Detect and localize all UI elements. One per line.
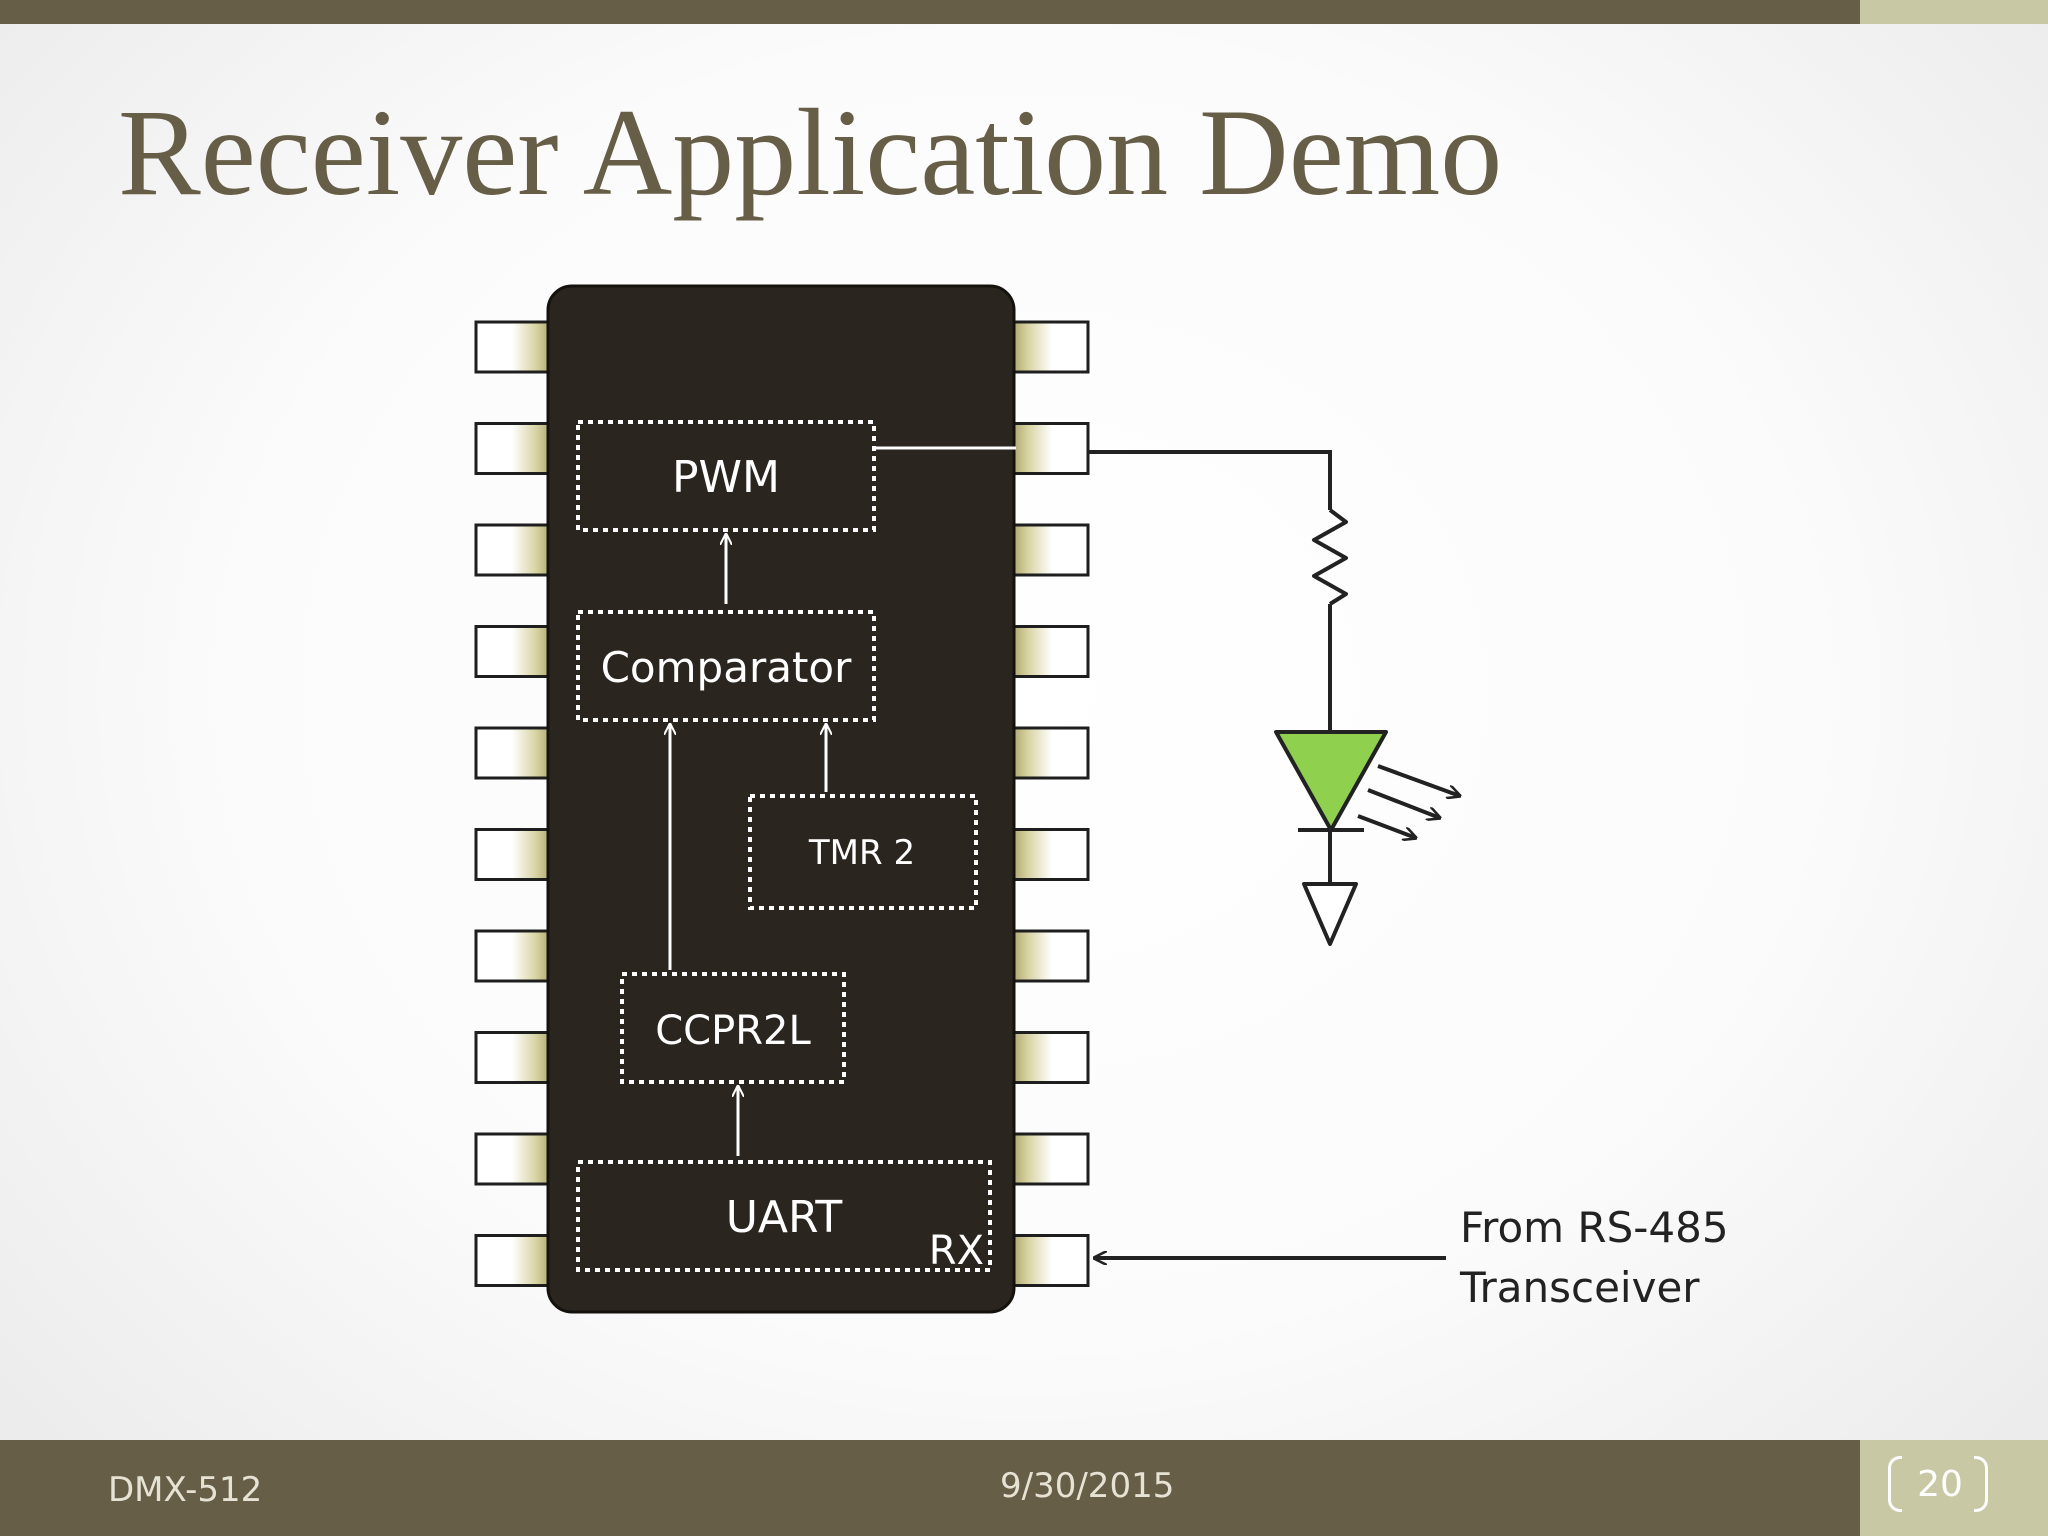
footer-date: 9/30/2015 (1000, 1466, 1175, 1506)
page-bracket-right (1974, 1456, 1988, 1512)
tmr2-block (748, 794, 978, 910)
pwm-block (576, 420, 876, 532)
chip-pin-left-2 (474, 422, 558, 475)
chip-pin-left-8 (474, 1031, 558, 1084)
chip-pin-right-8 (1006, 1031, 1090, 1084)
footer-bar (0, 1440, 2048, 1536)
led-emission-ray-1 (1377, 764, 1460, 796)
top-bar (0, 0, 2048, 24)
chip-pin-right-2 (1006, 422, 1090, 475)
chip-pin-right-5 (1006, 726, 1090, 780)
chip-pin-left-1 (474, 320, 558, 374)
chip-pin-right-4 (1006, 625, 1090, 678)
chip-pin-right-3 (1006, 523, 1090, 577)
footer-topic: DMX-512 (108, 1470, 263, 1510)
led-emission-ray-2 (1367, 788, 1440, 818)
slide-title: Receiver Application Demo (118, 84, 1503, 221)
tmr2-label: TMR 2 (808, 833, 915, 873)
chip-pin-right-6 (1006, 828, 1090, 881)
uart-label: UART (726, 1192, 843, 1243)
chip-pin-left-10 (474, 1234, 558, 1287)
chip-pin-left-4 (474, 625, 558, 678)
top-accent (1860, 0, 2048, 24)
right-pins (1006, 320, 1090, 1287)
chip-pin-right-1 (1006, 320, 1090, 374)
page-number-box (1860, 1440, 2048, 1536)
led-emission-ray-3 (1357, 814, 1416, 838)
ccpr2l-label: CCPR2L (655, 1008, 811, 1054)
chip-pin-left-6 (474, 828, 558, 881)
comparator-block (576, 610, 876, 722)
chip-pin-right-7 (1006, 929, 1090, 983)
comparator-label: Comparator (601, 643, 853, 692)
resistor-icon (1312, 508, 1348, 606)
pwm-label: PWM (672, 452, 780, 503)
ic-chip-icon (546, 284, 1016, 1314)
rx-label: RX (929, 1228, 984, 1274)
left-pins (474, 320, 558, 1287)
chip-pin-right-10 (1006, 1234, 1090, 1287)
chip-pin-right-9 (1006, 1132, 1090, 1186)
page-bracket-left (1888, 1456, 1902, 1512)
chip-pin-left-5 (474, 726, 558, 780)
led-icon (1274, 730, 1388, 832)
input-label-line2: Transceiver (1459, 1263, 1700, 1312)
ccpr2l-block (620, 972, 846, 1084)
page-number: 20 (1917, 1464, 1963, 1505)
input-label-line1: From RS-485 (1460, 1203, 1729, 1252)
chip-pin-left-3 (474, 523, 558, 577)
ground-icon (1302, 882, 1358, 946)
chip-pin-left-9 (474, 1132, 558, 1186)
output-wire (1088, 450, 1332, 510)
chip-pin-left-7 (474, 929, 558, 983)
